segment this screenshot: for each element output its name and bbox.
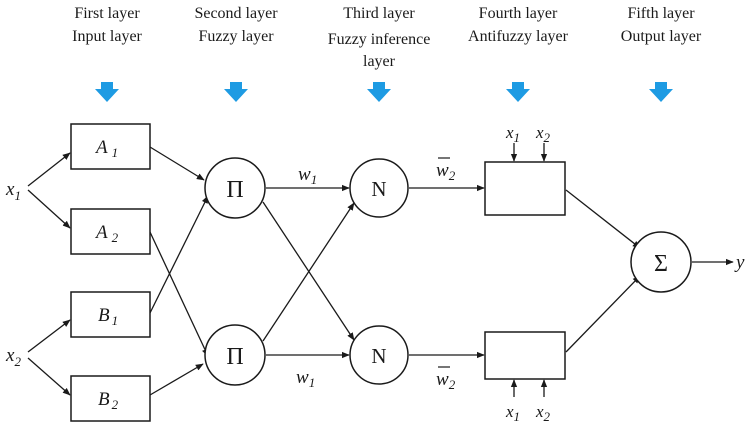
product-node-1: Π — [204, 157, 266, 219]
input-x2: x2 — [5, 345, 21, 369]
defuzz-bottom-x1: x1 — [505, 402, 520, 424]
sum-symbol: Σ — [654, 251, 668, 277]
down-arrow-icon — [95, 82, 119, 102]
edge-x2-B1 — [27, 319, 71, 353]
layer-5-title: Fifth layer — [627, 5, 695, 22]
layer-4-subtitle: Antifuzzy layer — [468, 28, 569, 45]
layer-header-4: Fourth layer Antifuzzy layer — [468, 5, 569, 45]
input-x1: x1 — [5, 179, 21, 203]
defuzz-top-x2: x2 — [535, 123, 551, 145]
edge-A2-P2 — [149, 231, 209, 357]
layer-1-title: First layer — [74, 5, 140, 22]
down-arrow-icon — [224, 82, 248, 102]
edge-B2-P2 — [149, 363, 204, 396]
edge-x2-B2 — [27, 357, 71, 396]
layer-2-subtitle: Fuzzy layer — [198, 28, 274, 45]
product-symbol: Π — [226, 344, 243, 370]
layer-3-subtitle: Fuzzy inference — [328, 31, 431, 48]
output-y: y — [734, 252, 745, 273]
sum-node: Σ — [630, 231, 692, 293]
normalize-symbol: N — [371, 344, 386, 368]
edge-P2-N1 — [262, 202, 355, 342]
defuzz-bottom-x2: x2 — [535, 402, 551, 424]
layer-header-1: First layer Input layer — [72, 5, 142, 45]
weight-w-top: w1 — [298, 164, 317, 187]
layer-5-subtitle: Output layer — [621, 28, 702, 45]
svg-text:w2: w2 — [436, 160, 456, 183]
down-arrow-icon — [506, 82, 530, 102]
weight-w-bottom: w1 — [296, 367, 315, 390]
defuzz-top-x1: x1 — [505, 123, 520, 145]
product-node-2: Π — [204, 324, 266, 386]
edge-x1-A1 — [27, 152, 71, 187]
layer-header-3: Third layer Fuzzy inference layer — [328, 5, 431, 70]
layer-3-title: Third layer — [343, 5, 415, 22]
edge-x1-A2 — [27, 189, 71, 229]
normalize-node-1: N — [349, 158, 409, 218]
defuzz-box-1 — [484, 161, 566, 216]
layer-3-subtitle-cont: layer — [363, 53, 396, 70]
edge-A1-P1 — [149, 146, 205, 181]
layer-header-2: Second layer Fuzzy layer — [194, 5, 278, 45]
layer-2-title: Second layer — [194, 5, 278, 22]
layer-1-subtitle: Input layer — [72, 28, 142, 45]
down-arrow-icon — [367, 82, 391, 102]
layer-header-5: Fifth layer Output layer — [621, 5, 702, 45]
normalize-node-2: N — [349, 325, 409, 385]
weight-wbar-bottom: w2 — [436, 366, 456, 392]
weight-wbar-top: w2 — [436, 157, 456, 183]
layer-4-title: Fourth layer — [479, 5, 558, 22]
edge-B1-P1 — [149, 195, 209, 314]
normalize-symbol: N — [371, 177, 386, 201]
connections — [27, 143, 734, 397]
product-symbol: Π — [226, 177, 243, 203]
defuzz-box-2 — [484, 331, 566, 380]
down-arrow-icon — [649, 82, 673, 102]
edge-D1-S — [565, 189, 641, 249]
edge-D2-S — [565, 275, 641, 353]
svg-text:w2: w2 — [436, 369, 456, 392]
